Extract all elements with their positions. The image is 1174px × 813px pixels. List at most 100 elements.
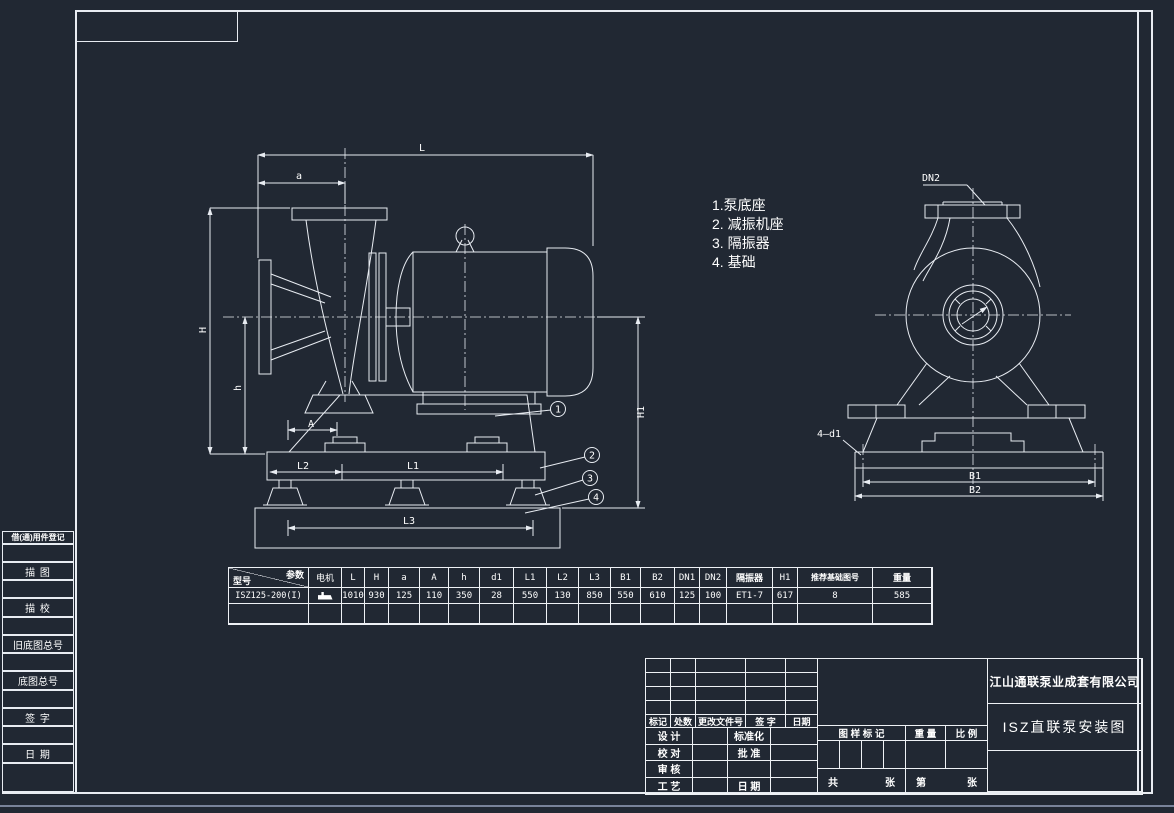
table-empty-cell xyxy=(449,604,480,624)
dim-label-L2: L2 xyxy=(297,461,309,472)
rev-header-date: 日期 xyxy=(786,715,818,728)
sidebar-signature-cell: 签 字 xyxy=(2,708,74,726)
sign-label-design: 设 计 xyxy=(646,728,693,745)
sidebar-empty-cell xyxy=(2,763,74,792)
table-value-cell: 125 xyxy=(389,588,420,604)
table-empty-cell xyxy=(309,604,342,624)
table-empty-cell xyxy=(641,604,675,624)
table-value-cell: 110 xyxy=(420,588,449,604)
note-line: 2. 减振机座 xyxy=(712,216,784,232)
title-block: 标记 处数 更改文件号 签 字 日期 设 计 标准化 校 对 批 准 审 核 xyxy=(645,658,1143,795)
rev-header-count: 处数 xyxy=(671,715,696,728)
dim-label-L3: L3 xyxy=(403,516,415,527)
table-header-cell: L1 xyxy=(514,568,547,588)
sign-label-audit: 审 核 xyxy=(646,761,693,778)
dim-label-h: h xyxy=(233,385,244,391)
sheet-total-label: 共 xyxy=(828,777,838,789)
note-line: 4. 基础 xyxy=(712,254,756,270)
side-view-drawing: L a H h H1 A L2 L1 L3 1 2 3 4 xyxy=(198,143,647,549)
stamp-header-scale: 比 例 xyxy=(946,726,988,741)
frame-right-inner xyxy=(1137,10,1139,793)
table-empty-cell xyxy=(873,604,932,624)
table-empty-cell xyxy=(389,604,420,624)
table-empty-cell xyxy=(420,604,449,624)
sheet-page-cell: 第 张 xyxy=(906,769,988,794)
sign-label-date: 日 期 xyxy=(728,777,771,794)
table-empty-cell xyxy=(611,604,641,624)
dim-label-A: A xyxy=(308,419,314,430)
balloon-1: 1 xyxy=(555,405,561,416)
table-empty-cell xyxy=(480,604,514,624)
table-header-cell: DN2 xyxy=(700,568,727,588)
table-value-cell: ET1-7 xyxy=(727,588,773,604)
parts-notes: 1.泵底座 2. 减振机座 3. 隔振器 4. 基础 xyxy=(712,196,784,272)
table-value-cell: 8 xyxy=(798,588,873,604)
table-value-cell: 28 xyxy=(480,588,514,604)
sign-label-process: 工 艺 xyxy=(646,777,693,794)
table-value-cell: 550 xyxy=(611,588,641,604)
motor-symbol xyxy=(317,591,333,600)
sidebar-tracing-cell: 描 图 xyxy=(2,562,74,580)
stamp-header-weight: 重 量 xyxy=(906,726,946,741)
table-header-cell: 重量 xyxy=(873,568,932,588)
corner-label-model: 型号 xyxy=(233,577,252,587)
sidebar-empty-cell xyxy=(2,653,74,671)
table-header-cell: B2 xyxy=(641,568,675,588)
frame-left xyxy=(75,10,77,793)
table-value-cell: 617 xyxy=(773,588,798,604)
sheet-page-label: 第 xyxy=(916,777,926,789)
table-value-cell: 350 xyxy=(449,588,480,604)
sheet-total-cell: 共 张 xyxy=(818,769,906,794)
table-value-cell: 130 xyxy=(547,588,579,604)
sign-label-blank xyxy=(728,761,771,778)
drawing-title: ISZ直联泵安装图 xyxy=(988,704,1142,751)
table-header-cell: 电机 xyxy=(309,568,342,588)
sidebar-date-cell: 日 期 xyxy=(2,744,74,763)
title-block-stamp-section: 图 样 标 记 重 量 比 例 共 张 第 张 xyxy=(818,659,988,794)
sign-label-approve: 批 准 xyxy=(728,744,771,761)
stamp-header-mark: 图 样 标 记 xyxy=(818,726,906,741)
dimension-table: 参数 型号 电机 L H a A h d1 L1 L2 L3 B1 B2 DN1… xyxy=(228,567,933,625)
front-view-drawing: DN2 4—d1 B1 B2 xyxy=(817,173,1104,501)
dim-label-L: L xyxy=(419,143,425,154)
dim-label-DN2: DN2 xyxy=(922,173,940,184)
dim-label-H: H xyxy=(198,327,209,333)
dim-label-B1: B1 xyxy=(969,471,981,482)
top-left-marking-box xyxy=(75,10,238,42)
balloon-4: 4 xyxy=(593,493,599,504)
dim-label-a: a xyxy=(296,171,302,182)
table-header-cell: A xyxy=(420,568,449,588)
title-block-revision-section: 标记 处数 更改文件号 签 字 日期 设 计 标准化 校 对 批 准 审 核 xyxy=(646,659,818,794)
table-empty-cell xyxy=(773,604,798,624)
table-empty-cell xyxy=(798,604,873,624)
sidebar-trace-check-cell: 描 校 xyxy=(2,598,74,617)
sidebar-empty-cell xyxy=(2,690,74,708)
table-header-cell: h xyxy=(449,568,480,588)
rev-header-mark: 标记 xyxy=(646,715,671,728)
table-value-cell: 125 xyxy=(675,588,700,604)
rev-header-docno: 更改文件号 xyxy=(696,715,746,728)
table-header-cell: L2 xyxy=(547,568,579,588)
sidebar-empty-cell xyxy=(2,580,74,598)
table-value-cell: 100 xyxy=(700,588,727,604)
table-header-cell: d1 xyxy=(480,568,514,588)
table-corner-cell: 参数 型号 xyxy=(229,568,309,588)
window-bottom-divider xyxy=(0,805,1174,807)
frame-right-outer xyxy=(1151,10,1153,793)
title-block-blank-cell xyxy=(988,751,1142,792)
table-empty-cell xyxy=(547,604,579,624)
sheet-total-unit: 张 xyxy=(885,777,895,789)
company-name: 江山通联泵业成套有限公司 xyxy=(988,659,1142,704)
dim-label-bolt: 4—d1 xyxy=(817,429,841,440)
table-empty-cell xyxy=(700,604,727,624)
sidebar-empty-cell xyxy=(2,544,74,562)
table-value-cell: 850 xyxy=(579,588,611,604)
table-header-cell: 推荐基础图号 xyxy=(798,568,873,588)
balloon-2: 2 xyxy=(589,451,595,462)
sidebar-borrowed-parts-cell: 借(通)用件登记 xyxy=(2,531,74,544)
table-value-cell: 585 xyxy=(873,588,932,604)
note-line: 1.泵底座 xyxy=(712,197,766,213)
dim-label-B2: B2 xyxy=(969,485,981,496)
frame-bottom xyxy=(2,792,1153,794)
